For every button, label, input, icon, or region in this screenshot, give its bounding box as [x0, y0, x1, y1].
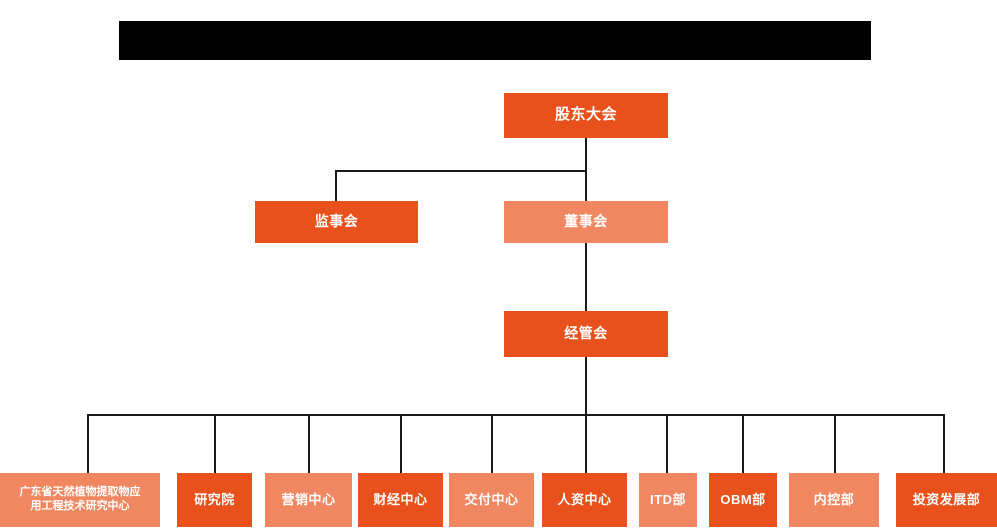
node-management-committee-label: 经管会	[564, 325, 608, 342]
node-board-of-directors-label: 董事会	[564, 213, 608, 230]
node-itd-dept-label: ITD部	[650, 491, 686, 507]
node-supervisory-board[interactable]: 监事会	[255, 201, 418, 243]
node-hr-center-label: 人资中心	[557, 491, 612, 507]
node-rd-center-label-line1: 广东省天然植物提取物应	[19, 486, 141, 499]
node-marketing-center-label: 营销中心	[281, 491, 336, 507]
connector-level4-bar	[87, 414, 945, 416]
node-shareholders-meeting[interactable]: 股东大会	[504, 93, 668, 138]
connector-board-to-management	[585, 243, 587, 311]
connector-drop-marketing-center	[308, 414, 310, 473]
connector-drop-finance-center	[400, 414, 402, 473]
connector-management-stem	[585, 357, 587, 416]
node-research-institute[interactable]: 研究院	[177, 473, 252, 527]
node-shareholders-meeting-label: 股东大会	[554, 106, 617, 124]
node-rd-center-label-line2: 用工程技术研究中心	[30, 500, 130, 512]
connector-drop-obm-dept	[742, 414, 744, 473]
redacted-title-bar	[119, 21, 871, 60]
connector-drop-delivery-center	[491, 414, 493, 473]
node-finance-center-label: 财经中心	[373, 491, 428, 507]
node-delivery-center-label: 交付中心	[464, 491, 519, 507]
connector-drop-research-institute	[214, 414, 216, 473]
connector-drop-itd-dept	[666, 414, 668, 473]
connector-shareholders-stem	[585, 138, 587, 171]
node-internal-control-dept-label: 内控部	[813, 491, 855, 507]
node-internal-control-dept[interactable]: 内控部	[789, 473, 879, 527]
node-management-committee[interactable]: 经管会	[504, 311, 668, 357]
connector-drop-investment-dev-dept	[943, 414, 945, 473]
node-research-institute-label: 研究院	[194, 491, 235, 507]
connector-drop-rd-center	[87, 414, 89, 473]
node-hr-center[interactable]: 人资中心	[542, 473, 627, 527]
connector-board-drop	[585, 170, 587, 202]
node-rd-center[interactable]: 广东省天然植物提取物应 用工程技术研究中心	[0, 473, 160, 527]
node-finance-center[interactable]: 财经中心	[358, 473, 443, 527]
connector-supervisory-drop	[335, 170, 337, 202]
node-board-of-directors[interactable]: 董事会	[504, 201, 668, 243]
node-delivery-center[interactable]: 交付中心	[449, 473, 534, 527]
node-itd-dept[interactable]: ITD部	[639, 473, 697, 527]
connector-drop-internal-control-dept	[834, 414, 836, 473]
node-marketing-center[interactable]: 营销中心	[265, 473, 352, 527]
connector-level2-bar	[335, 170, 587, 172]
connector-drop-hr-center	[585, 414, 587, 473]
node-supervisory-board-label: 监事会	[314, 213, 359, 230]
node-investment-dev-dept[interactable]: 投资发展部	[896, 473, 997, 527]
node-obm-dept[interactable]: OBM部	[709, 473, 777, 527]
node-obm-dept-label: OBM部	[720, 491, 766, 507]
node-investment-dev-dept-label: 投资发展部	[912, 491, 981, 507]
